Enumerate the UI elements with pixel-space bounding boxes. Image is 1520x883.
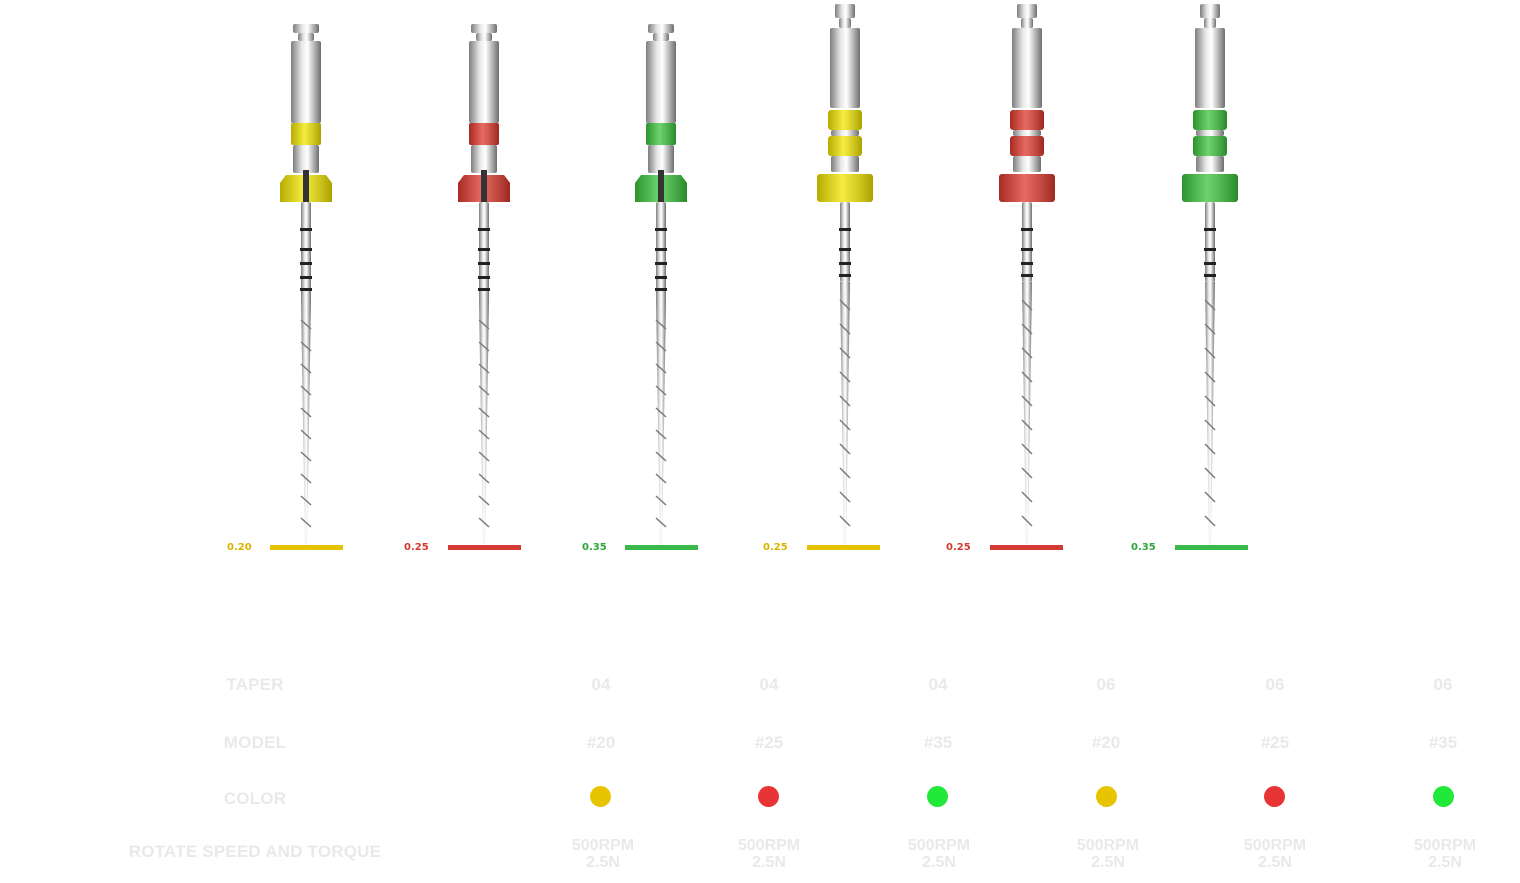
tip-size-label: 0.20 bbox=[227, 542, 252, 553]
model-value: #25 bbox=[1260, 733, 1290, 752]
taper-value: 04 bbox=[928, 675, 948, 694]
tip-size-label: 0.25 bbox=[946, 542, 971, 553]
color-dot bbox=[590, 786, 611, 807]
speed-value: 500RPM bbox=[1413, 837, 1477, 854]
speed-torque-label: ROTATE SPEED AND TORQUE bbox=[128, 842, 382, 861]
taper-label: TAPER bbox=[226, 675, 284, 694]
color-dot bbox=[927, 786, 948, 807]
tip-size-line bbox=[1175, 545, 1248, 550]
color-dot bbox=[1096, 786, 1117, 807]
color-dot bbox=[1264, 786, 1285, 807]
color-dot bbox=[758, 786, 779, 807]
speed-value: 500RPM bbox=[737, 837, 801, 854]
model-value: #25 bbox=[754, 733, 784, 752]
files-illustration bbox=[270, 4, 1248, 550]
taper-value: 06 bbox=[1265, 675, 1285, 694]
model-value: #35 bbox=[1428, 733, 1458, 752]
tip-size-label: 0.35 bbox=[1131, 542, 1156, 553]
taper-value: 06 bbox=[1096, 675, 1116, 694]
torque-value: 2.5N bbox=[1428, 854, 1462, 871]
taper-value: 04 bbox=[759, 675, 779, 694]
tip-size-label: 0.25 bbox=[404, 542, 429, 553]
endo-file bbox=[270, 24, 343, 550]
speed-value: 500RPM bbox=[907, 837, 971, 854]
tip-size-label: 0.35 bbox=[582, 542, 607, 553]
model-value: #20 bbox=[1091, 733, 1121, 752]
model-value: #20 bbox=[586, 733, 616, 752]
torque-value: 2.5N bbox=[922, 854, 956, 871]
torque-value: 2.5N bbox=[1258, 854, 1292, 871]
taper-value: 06 bbox=[1433, 675, 1453, 694]
torque-value: 2.5N bbox=[752, 854, 786, 871]
tip-size-line bbox=[807, 545, 880, 550]
endo-file bbox=[448, 24, 521, 550]
model-value: #35 bbox=[923, 733, 953, 752]
tip-size-line bbox=[625, 545, 698, 550]
speed-value: 500RPM bbox=[1076, 837, 1140, 854]
endo-file bbox=[990, 4, 1063, 550]
color-label: COLOR bbox=[223, 789, 287, 808]
model-label: MODEL bbox=[223, 733, 287, 752]
taper-value: 04 bbox=[591, 675, 611, 694]
tip-size-line bbox=[990, 545, 1063, 550]
endo-file bbox=[1175, 4, 1248, 550]
tip-size-line bbox=[270, 545, 343, 550]
torque-value: 2.5N bbox=[1091, 854, 1125, 871]
tip-size-label: 0.25 bbox=[763, 542, 788, 553]
tip-size-line bbox=[448, 545, 521, 550]
color-dot bbox=[1433, 786, 1454, 807]
speed-value: 500RPM bbox=[571, 837, 635, 854]
speed-value: 500RPM bbox=[1243, 837, 1307, 854]
torque-value: 2.5N bbox=[586, 854, 620, 871]
endo-file bbox=[625, 24, 698, 550]
endo-file bbox=[807, 4, 880, 550]
